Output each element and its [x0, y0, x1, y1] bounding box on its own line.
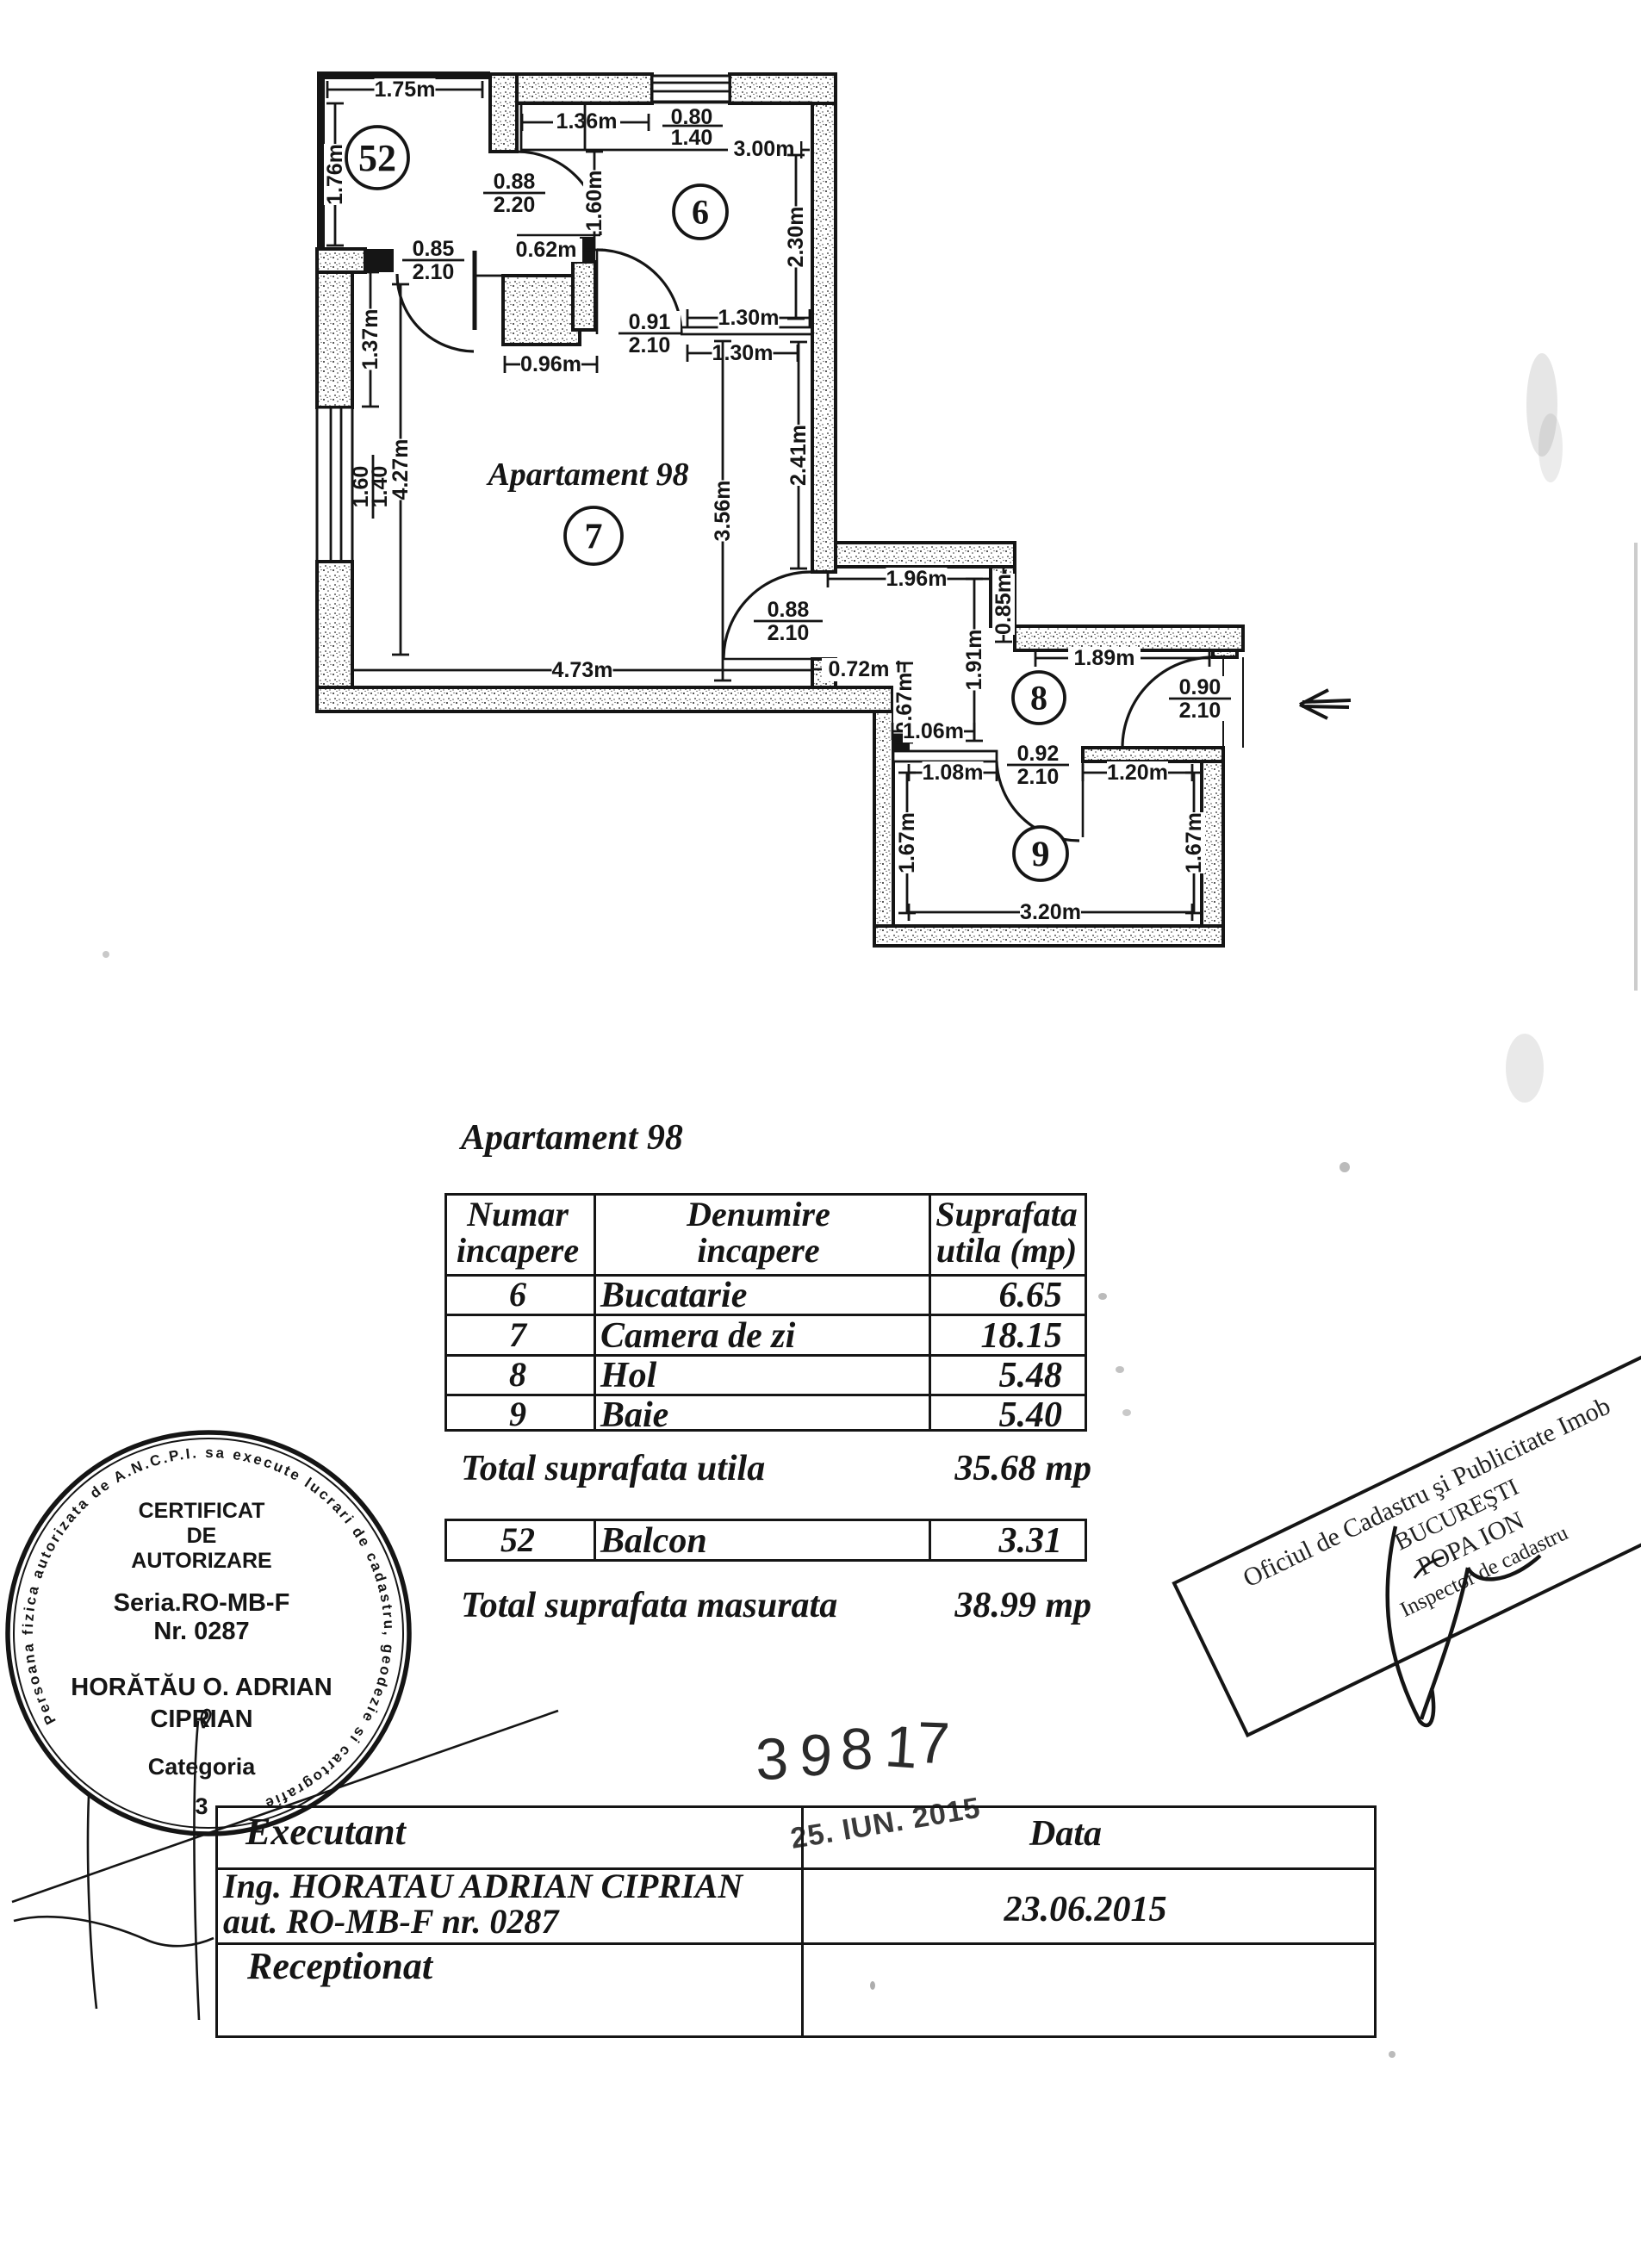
svg-text:0.90: 0.90	[1179, 675, 1221, 699]
svg-text:0.92: 0.92	[1017, 742, 1060, 766]
svg-text:Seria.RO-MB-F: Seria.RO-MB-F	[114, 1589, 290, 1617]
svg-text:3.00m: 3.00m	[734, 137, 795, 161]
svg-text:Categoria: Categoria	[148, 1754, 257, 1780]
svg-text:2.10: 2.10	[1017, 765, 1060, 789]
svg-text:AUTORIZARE: AUTORIZARE	[131, 1549, 271, 1573]
svg-text:7: 7	[585, 517, 603, 556]
svg-text:6: 6	[692, 193, 709, 232]
svg-text:2.10: 2.10	[413, 260, 455, 284]
svg-text:1.67m: 1.67m	[1182, 812, 1206, 873]
svg-text:0.88: 0.88	[494, 170, 536, 194]
svg-text:1.40: 1.40	[671, 126, 713, 150]
svg-text:CERTIFICAT: CERTIFICAT	[139, 1499, 265, 1523]
svg-text:9: 9	[1032, 835, 1050, 874]
svg-text:3.56m: 3.56m	[711, 481, 735, 542]
svg-text:1.75m: 1.75m	[375, 78, 436, 102]
svg-text:1.37m: 1.37m	[358, 309, 382, 370]
svg-text:0.96m: 0.96m	[520, 352, 581, 376]
svg-text:0.85: 0.85	[413, 237, 455, 261]
svg-text:1.30m: 1.30m	[712, 341, 774, 365]
svg-text:0.72m: 0.72m	[829, 657, 890, 681]
svg-text:3: 3	[195, 1793, 208, 1819]
svg-text:1.91m: 1.91m	[962, 630, 986, 691]
svg-text:1.06m: 1.06m	[903, 719, 964, 743]
svg-text:2.41m: 2.41m	[786, 425, 811, 486]
svg-text:0.91: 0.91	[629, 310, 671, 334]
svg-text:7: 7	[916, 1710, 950, 1776]
svg-text:1.30m: 1.30m	[718, 306, 780, 330]
svg-text:1: 1	[883, 1713, 920, 1780]
svg-text:2.10: 2.10	[629, 333, 671, 357]
svg-text:0.85m: 0.85m	[991, 574, 1016, 635]
svg-text:DE: DE	[187, 1524, 217, 1548]
svg-text:4.73m: 4.73m	[552, 658, 613, 682]
svg-text:1.36m: 1.36m	[556, 109, 618, 134]
svg-text:1.89m: 1.89m	[1074, 646, 1135, 670]
svg-text:2.20: 2.20	[494, 193, 536, 217]
svg-text:1.96m: 1.96m	[886, 567, 948, 591]
svg-text:9: 9	[798, 1722, 834, 1789]
svg-text:8: 8	[840, 1716, 873, 1782]
svg-text:1.67m: 1.67m	[895, 812, 919, 873]
svg-text:4.27m: 4.27m	[388, 439, 413, 500]
svg-text:0.88: 0.88	[768, 598, 810, 622]
svg-text:Apartament 98: Apartament 98	[486, 457, 688, 493]
svg-text:1.40: 1.40	[368, 466, 392, 508]
svg-text:0.62m: 0.62m	[516, 238, 577, 262]
svg-text:52: 52	[358, 137, 396, 179]
svg-text:3: 3	[755, 1726, 789, 1793]
svg-text:8: 8	[1030, 679, 1047, 718]
svg-text:2.10: 2.10	[768, 621, 810, 645]
svg-text:1.76m: 1.76m	[323, 144, 347, 205]
svg-text:Nr. 0287: Nr. 0287	[153, 1618, 249, 1645]
svg-text:HORĂTĂU O. ADRIAN: HORĂTĂU O. ADRIAN	[71, 1673, 332, 1701]
svg-text:1.20m: 1.20m	[1107, 761, 1168, 785]
svg-text:1.60: 1.60	[349, 466, 373, 508]
svg-text:2.10: 2.10	[1179, 699, 1221, 723]
svg-text:1.08m: 1.08m	[923, 761, 984, 785]
svg-text:2.30m: 2.30m	[784, 207, 808, 268]
svg-text:3.20m: 3.20m	[1020, 900, 1081, 924]
svg-text:1.60m: 1.60m	[582, 171, 606, 232]
